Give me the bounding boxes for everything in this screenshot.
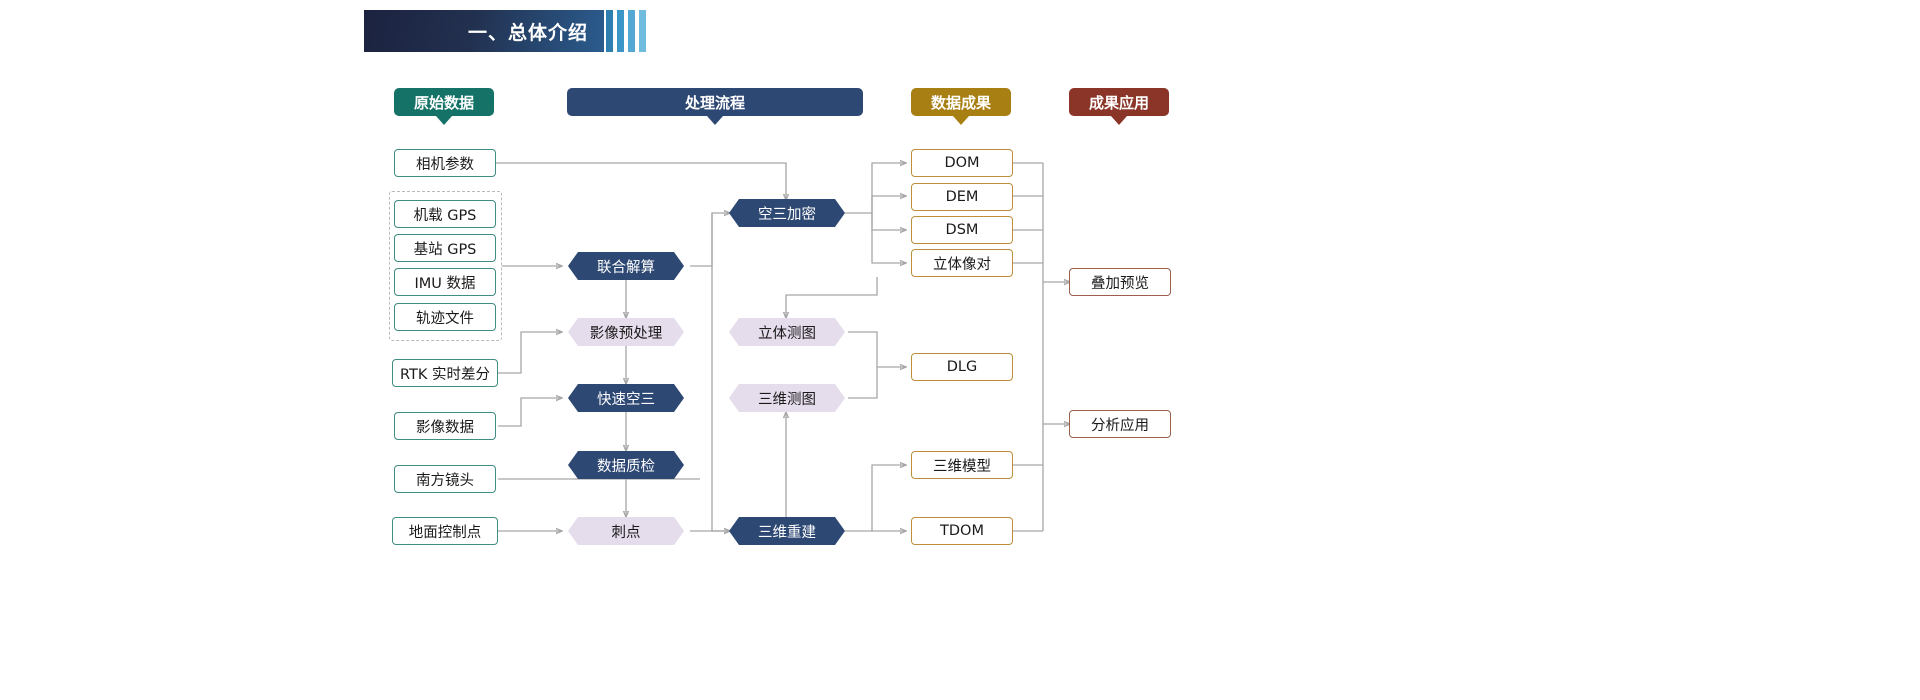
node-three-d-mapping[interactable]: 三维测图 [729, 384, 845, 412]
column-tag-process-label: 处理流程 [684, 93, 745, 112]
node-overlay-preview[interactable]: 叠加预览 [1069, 268, 1171, 296]
node-fast-aerial-triangulation[interactable]: 快速空三 [568, 384, 684, 412]
node-stereo-mapping[interactable]: 立体测图 [729, 318, 845, 346]
node-three-d-mapping-label: 三维测图 [758, 391, 816, 408]
node-dlg[interactable]: DLG [911, 353, 1013, 381]
node-image-preprocessing-label: 影像预处理 [589, 325, 663, 342]
node-stereo-pair[interactable]: 立体像对 [911, 249, 1013, 277]
accent-bar-3 [628, 10, 635, 52]
column-tag-result-label: 数据成果 [930, 93, 991, 112]
node-data-quality-check[interactable]: 数据质检 [568, 451, 684, 479]
column-tag-data-result: 数据成果 [911, 88, 1011, 125]
node-dlg-label: DLG [946, 359, 978, 375]
node-dem[interactable]: DEM [911, 183, 1013, 211]
node-tdom-label: TDOM [940, 523, 984, 539]
pos-data-group-box [389, 191, 502, 341]
node-fast-aerial-triangulation-label: 快速空三 [597, 391, 655, 408]
section-title: 一、总体介绍 [467, 21, 588, 44]
node-imu-data[interactable]: IMU 数据 [394, 268, 496, 296]
column-tag-process-notch [707, 116, 723, 125]
node-image-data[interactable]: 影像数据 [394, 412, 496, 440]
node-three-d-model-label: 三维模型 [933, 458, 991, 475]
node-image-preprocessing[interactable]: 影像预处理 [568, 318, 684, 346]
node-base-gps[interactable]: 基站 GPS [394, 234, 496, 262]
column-tag-application: 成果应用 [1069, 88, 1169, 125]
node-prick-point[interactable]: 刺点 [568, 517, 684, 545]
node-data-quality-check-label: 数据质检 [597, 458, 655, 475]
node-base-gps-label: 基站 GPS [413, 241, 477, 258]
node-aerial-triangulation-label: 空三加密 [758, 206, 816, 223]
node-three-d-reconstruction[interactable]: 三维重建 [729, 517, 845, 545]
column-tag-apply-label: 成果应用 [1088, 93, 1149, 112]
node-prick-point-label: 刺点 [611, 524, 641, 541]
accent-bar-4 [639, 10, 646, 52]
node-analysis-application-label: 分析应用 [1091, 417, 1149, 434]
node-stereo-pair-label: 立体像对 [933, 256, 991, 273]
node-track-file[interactable]: 轨迹文件 [394, 303, 496, 331]
node-stereo-mapping-label: 立体测图 [758, 325, 816, 342]
node-ground-control-point-label: 地面控制点 [408, 524, 482, 541]
node-rtk-realtime-diff[interactable]: RTK 实时差分 [392, 359, 498, 387]
node-onboard-gps-label: 机载 GPS [413, 207, 477, 224]
node-track-file-label: 轨迹文件 [416, 310, 474, 327]
node-three-d-model[interactable]: 三维模型 [911, 451, 1013, 479]
column-tag-raw-notch [436, 116, 452, 125]
node-onboard-gps[interactable]: 机载 GPS [394, 200, 496, 228]
node-joint-solve-label: 联合解算 [597, 259, 655, 276]
node-camera-params[interactable]: 相机参数 [394, 149, 496, 177]
accent-bar-2 [617, 10, 624, 52]
node-aerial-triangulation[interactable]: 空三加密 [729, 199, 845, 227]
column-tag-result-notch [953, 116, 969, 125]
node-south-lens-label: 南方镜头 [416, 472, 474, 489]
node-camera-params-label: 相机参数 [416, 156, 474, 173]
node-dom-label: DOM [944, 155, 980, 171]
node-dsm-label: DSM [945, 222, 979, 238]
node-image-data-label: 影像数据 [416, 419, 474, 436]
node-three-d-reconstruction-label: 三维重建 [758, 524, 816, 541]
node-ground-control-point[interactable]: 地面控制点 [392, 517, 498, 545]
node-dom[interactable]: DOM [911, 149, 1013, 177]
node-rtk-realtime-diff-label: RTK 实时差分 [400, 366, 490, 383]
node-tdom[interactable]: TDOM [911, 517, 1013, 545]
node-joint-solve[interactable]: 联合解算 [568, 252, 684, 280]
column-tag-raw-label: 原始数据 [413, 93, 474, 112]
node-dsm[interactable]: DSM [911, 216, 1013, 244]
header-accent-bars [606, 10, 646, 52]
node-analysis-application[interactable]: 分析应用 [1069, 410, 1171, 438]
column-tag-apply-notch [1111, 116, 1127, 125]
column-tag-raw-data: 原始数据 [394, 88, 494, 125]
column-tag-process-flow: 处理流程 [567, 88, 863, 125]
node-overlay-preview-label: 叠加预览 [1091, 275, 1149, 292]
node-dem-label: DEM [945, 189, 979, 205]
node-south-lens[interactable]: 南方镜头 [394, 465, 496, 493]
section-header-banner: 一、总体介绍 [364, 10, 604, 52]
node-imu-data-label: IMU 数据 [414, 275, 476, 292]
accent-bar-1 [606, 10, 613, 52]
